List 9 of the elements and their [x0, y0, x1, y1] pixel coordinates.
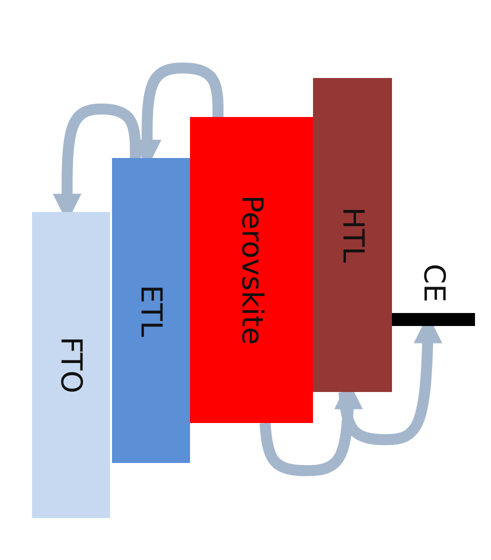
- fto-layer: [32, 212, 110, 518]
- layer-label: FTO: [56, 336, 86, 394]
- perovskite-layer: [190, 117, 313, 423]
- layer-label: Perovskite: [237, 195, 266, 345]
- etl-layer: [112, 158, 190, 463]
- layer-label: ETL: [136, 284, 166, 337]
- htl-layer: [313, 78, 392, 392]
- layer-label: HTL: [338, 207, 367, 263]
- electrode-label: CE: [420, 264, 448, 302]
